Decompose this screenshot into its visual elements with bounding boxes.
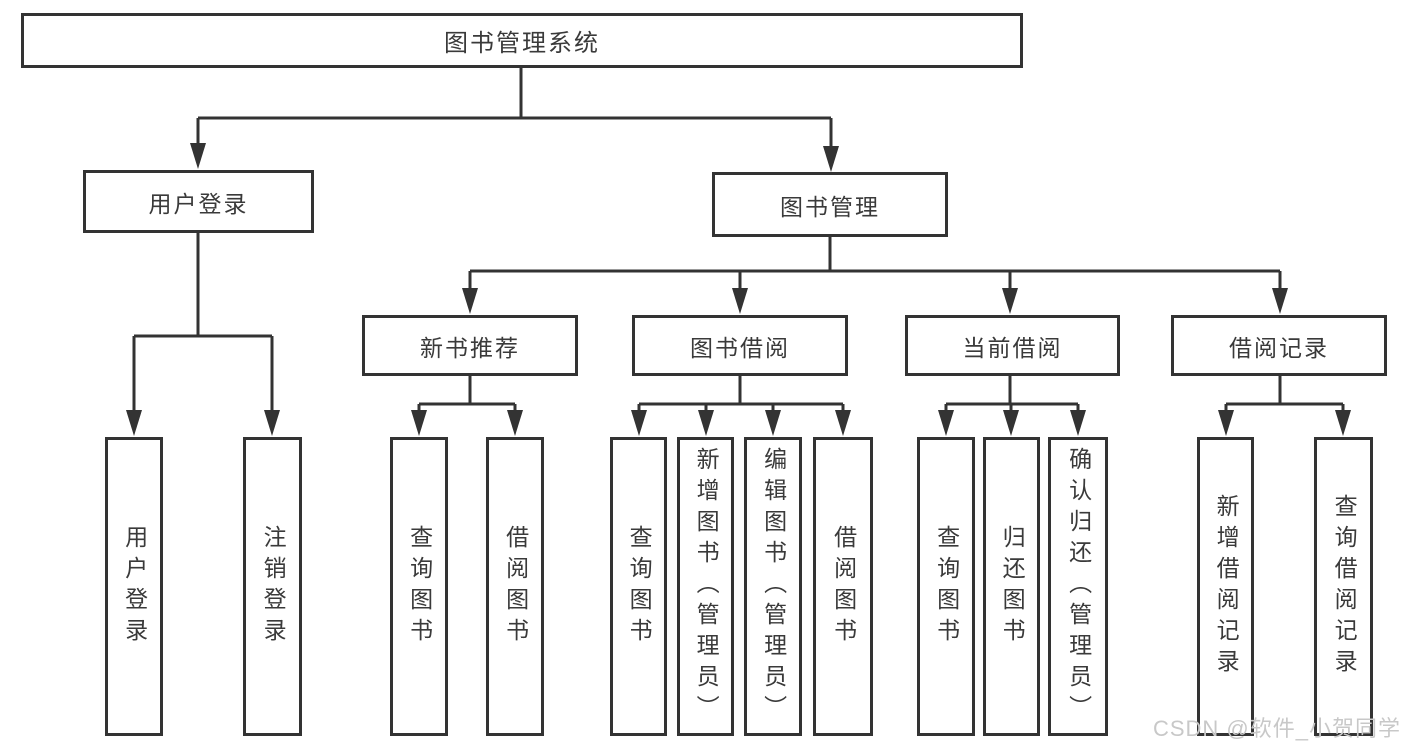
node-label: 注销登录: [260, 524, 287, 649]
leaf-user-login: 用户登录: [105, 437, 163, 736]
node-label: 当前借阅: [962, 334, 1063, 361]
node-label: 借阅图书: [502, 524, 529, 649]
leaf-borrow-books-recommend: 借阅图书: [486, 437, 544, 736]
leaf-logout: 注销登录: [243, 437, 302, 736]
leaf-borrow-books-borrowing: 借阅图书: [813, 437, 873, 736]
leaf-return-books: 归还图书: [983, 437, 1040, 736]
leaf-query-borrow-record: 查询借阅记录: [1314, 437, 1373, 736]
node-label: 查询图书: [626, 524, 653, 649]
node-library-system: 图书管理系统: [21, 13, 1023, 68]
node-user-login: 用户登录: [83, 170, 314, 233]
node-label: 图书管理: [780, 193, 880, 220]
node-current-borrowing: 当前借阅: [905, 315, 1120, 376]
node-label: 查询图书: [933, 524, 960, 649]
node-label: 用户登录: [121, 524, 148, 649]
node-label: 新增图书（管理员）: [693, 447, 720, 726]
node-label: 用户登录: [148, 190, 249, 217]
leaf-confirm-return-admin: 确认归还（管理员）: [1048, 437, 1108, 736]
leaf-edit-books-admin: 编辑图书（管理员）: [744, 437, 802, 736]
node-label: 新书推荐: [420, 334, 520, 361]
node-label: 图书借阅: [690, 334, 790, 361]
node-label: 查询借阅记录: [1331, 493, 1358, 680]
node-label: 归还图书: [999, 524, 1026, 649]
watermark: CSDN @软件_小贺同学: [1152, 716, 1401, 741]
node-label: 确认归还（管理员）: [1065, 447, 1092, 726]
node-label: 借阅图书: [830, 524, 857, 649]
node-label: 借阅记录: [1229, 334, 1329, 361]
leaf-add-books-admin: 新增图书（管理员）: [677, 437, 734, 736]
leaf-query-books-current: 查询图书: [917, 437, 975, 736]
node-new-book-recommend: 新书推荐: [362, 315, 578, 376]
node-book-borrowing: 图书借阅: [632, 315, 848, 376]
node-book-management: 图书管理: [712, 172, 948, 237]
node-label: 新增借阅记录: [1213, 493, 1240, 680]
connector-paths: [132, 68, 1345, 415]
node-label: 编辑图书（管理员）: [760, 447, 787, 726]
leaf-query-books-recommend: 查询图书: [390, 437, 448, 736]
node-label: 图书管理系统: [444, 30, 600, 57]
node-borrow-records: 借阅记录: [1171, 315, 1387, 376]
arrowhead-icons: [126, 143, 1351, 436]
node-label: 查询图书: [406, 524, 433, 649]
leaf-query-books-borrowing: 查询图书: [610, 437, 667, 736]
leaf-add-borrow-record: 新增借阅记录: [1197, 437, 1254, 736]
